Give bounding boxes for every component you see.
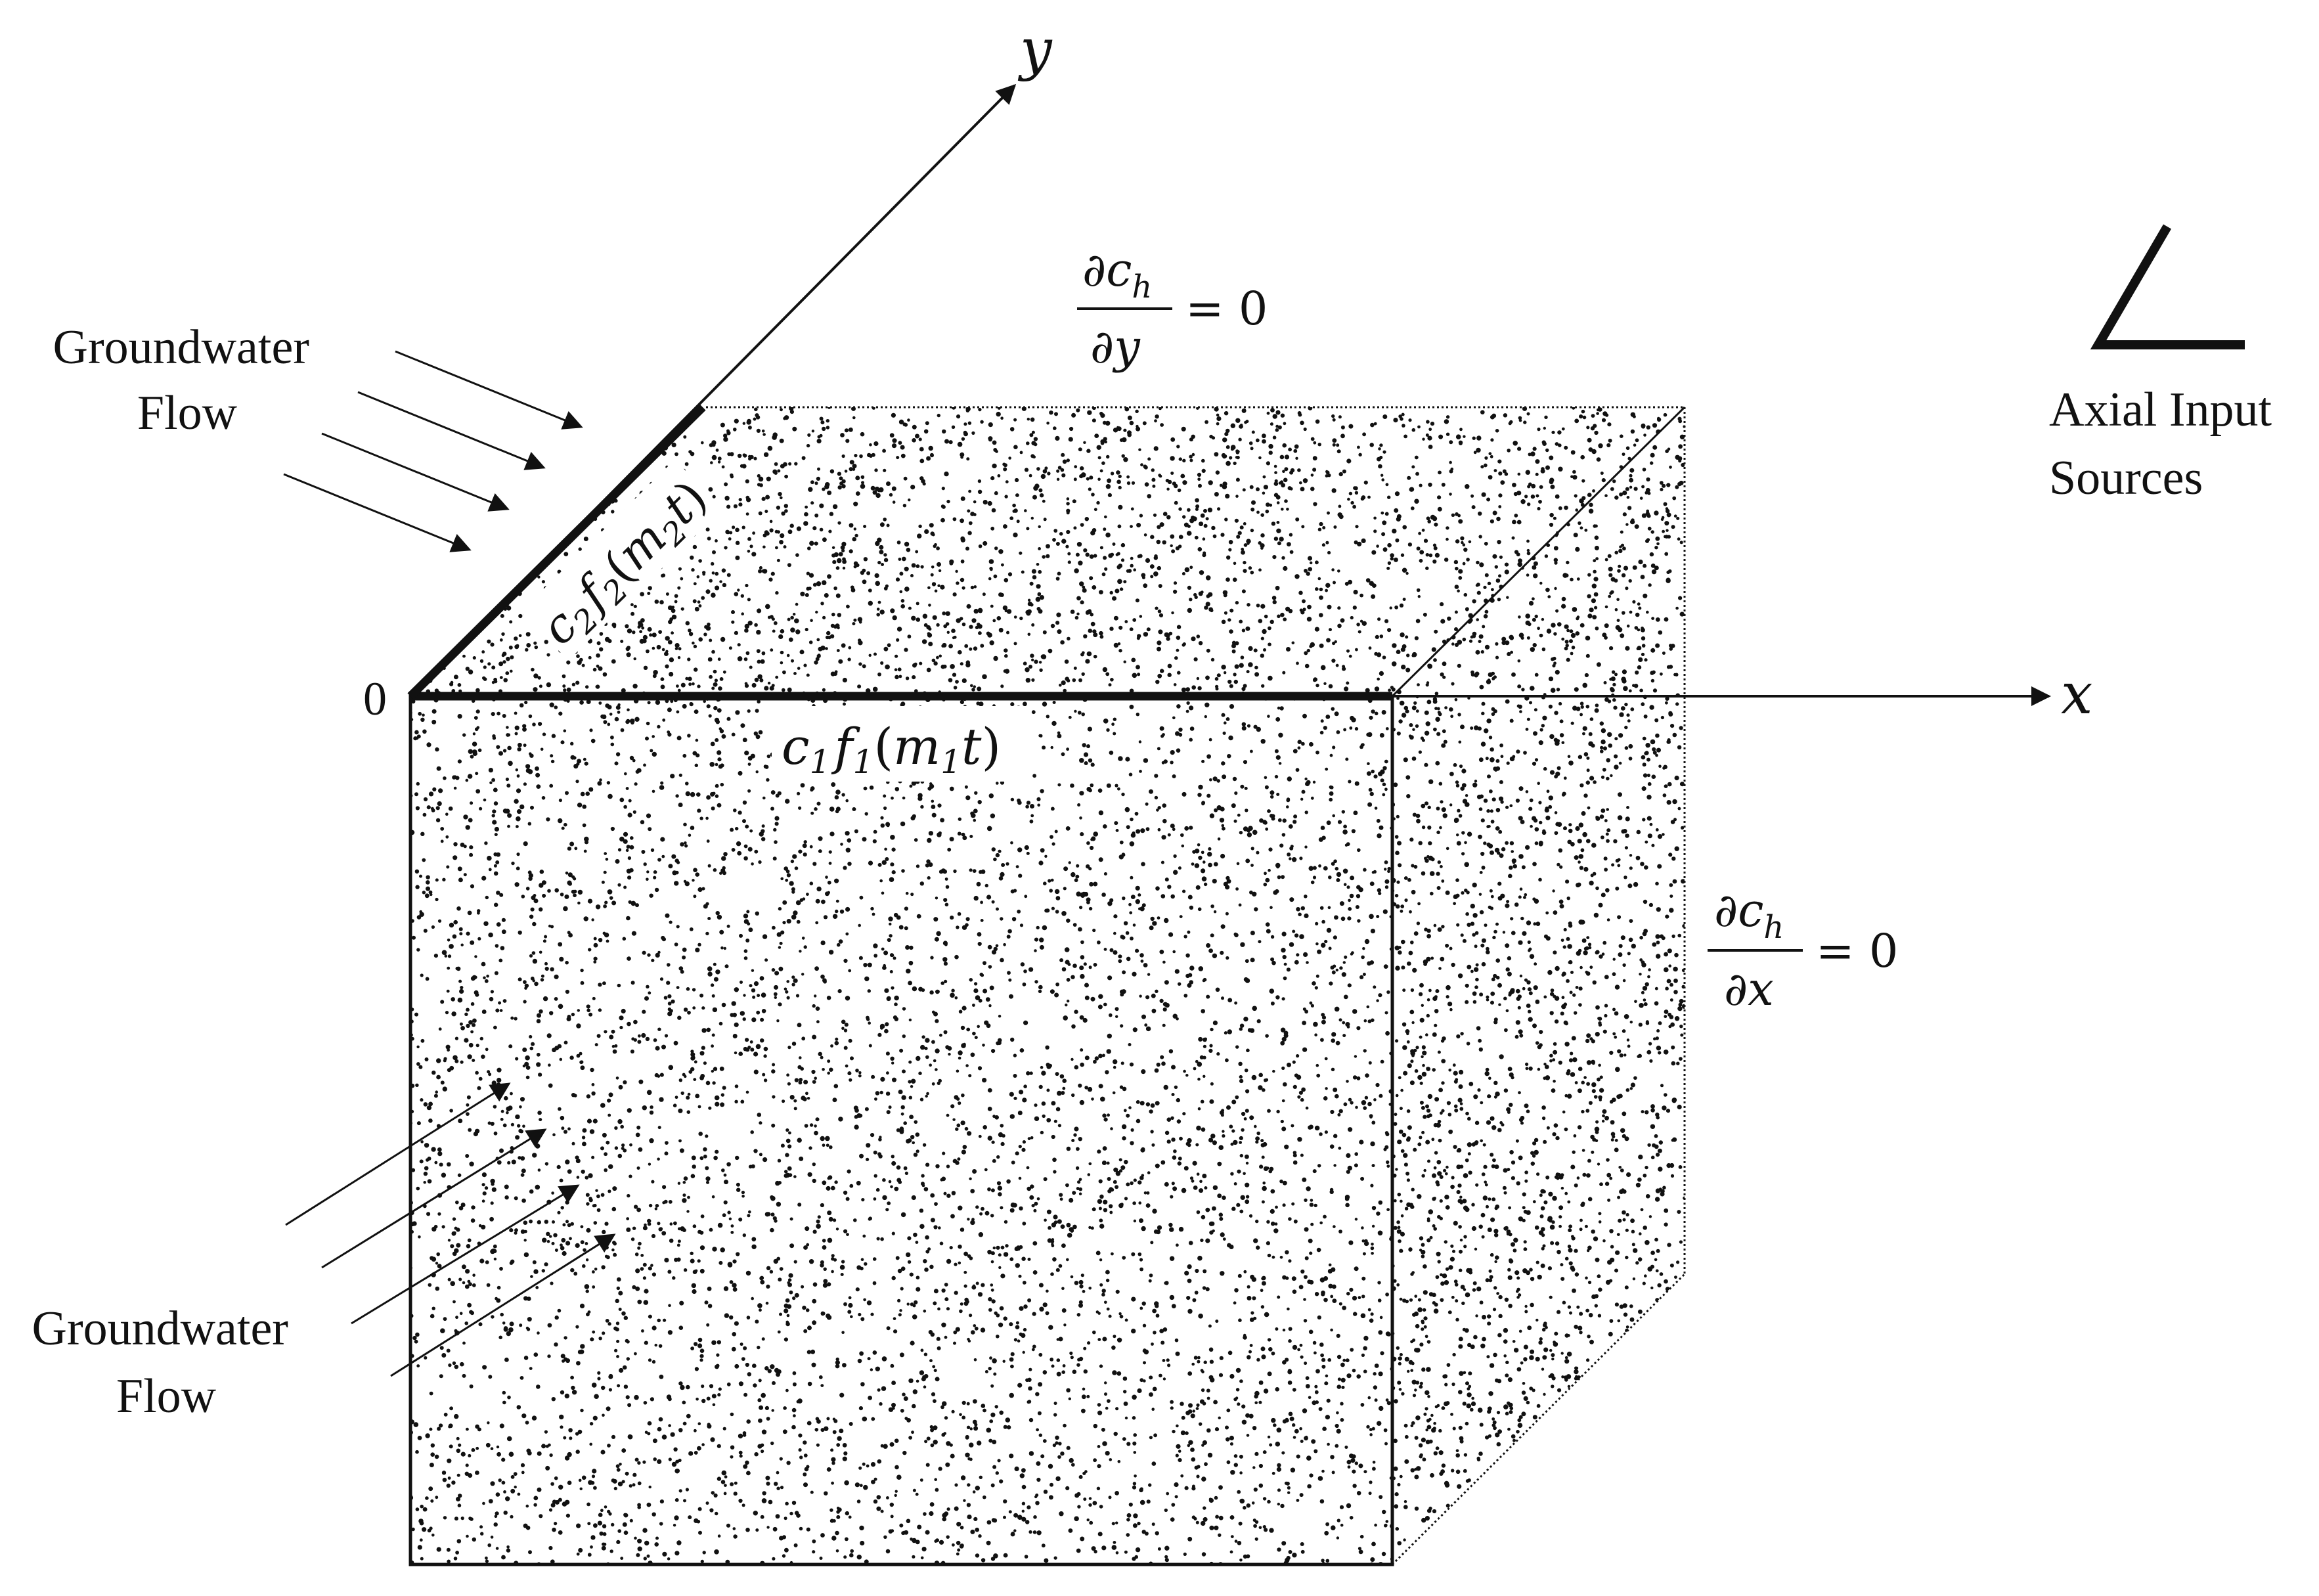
flow-arrow <box>357 391 546 470</box>
top-bc-numerator: ∂ch <box>1082 243 1152 305</box>
y-source-edge <box>407 404 706 699</box>
bottom-right-depth-edge <box>1391 1273 1686 1566</box>
groundwater-bottom-line1: Groundwater <box>32 1302 288 1356</box>
top-boundary-condition: ∂ch ∂y = 0 <box>1077 243 1268 374</box>
side-face-stipple <box>1392 416 1685 1545</box>
legend-axial-source-symbol <box>2090 224 2245 349</box>
y-source-expression: c2f2(m2t) <box>530 470 722 660</box>
x-source-expression: c1f1(m1t) <box>782 717 1001 781</box>
flow-arrow <box>321 432 510 512</box>
legend: Axial Input Sources <box>2049 224 2284 505</box>
origin-label: 0 <box>363 673 387 725</box>
top-face-stipple <box>426 407 1667 696</box>
x-source-label-backdrop <box>772 706 1031 782</box>
groundwater-flow-top-label: Groundwater Flow <box>53 321 322 440</box>
right-bc-denominator: ∂x <box>1724 962 1774 1016</box>
front-face-stipple <box>410 696 1392 1564</box>
top-bc-rhs: = 0 <box>1185 282 1268 336</box>
legend-line2: Sources <box>2049 451 2203 505</box>
groundwater-top-line2: Flow <box>137 386 238 440</box>
flow-arrow <box>285 1082 511 1226</box>
y-axis-label: y <box>1017 17 1053 83</box>
groundwater-arrows-top <box>283 350 583 552</box>
right-bc-rhs: = 0 <box>1816 924 1898 978</box>
flow-arrow <box>395 350 583 430</box>
right-boundary-condition: ∂ch ∂x = 0 <box>1708 883 1898 1016</box>
flow-arrow <box>283 473 472 552</box>
x-edge-source-label: c1f1(m1t) <box>772 706 1031 782</box>
groundwater-top-line1: Groundwater <box>53 321 309 374</box>
x-axis-label: x <box>2061 661 2093 727</box>
flow-arrow <box>351 1184 580 1325</box>
groundwater-flow-bottom-label: Groundwater Flow <box>32 1302 301 1423</box>
legend-label: Axial Input Sources <box>2049 383 2284 505</box>
flow-arrow <box>390 1233 616 1377</box>
flow-arrow <box>321 1128 547 1269</box>
right-bc-numerator: ∂ch <box>1714 883 1784 946</box>
legend-line1: Axial Input <box>2049 383 2272 437</box>
groundwater-arrows-bottom <box>285 1082 616 1377</box>
y-source-label-backdrop <box>520 459 723 661</box>
top-bc-denominator: ∂y <box>1090 320 1141 374</box>
groundwater-bottom-line2: Flow <box>116 1369 217 1423</box>
top-right-depth-edge <box>1391 406 1686 698</box>
